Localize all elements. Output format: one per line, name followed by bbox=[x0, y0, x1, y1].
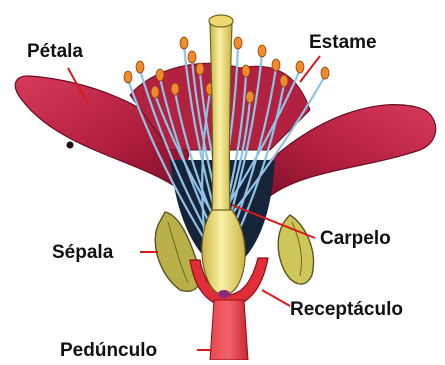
stamen-anther bbox=[136, 61, 144, 73]
label-carpelo: Carpelo bbox=[320, 229, 391, 248]
stamen-anther bbox=[171, 83, 179, 95]
carpel-stigma bbox=[209, 15, 233, 27]
stamen-anther bbox=[280, 75, 288, 87]
label-estame: Estame bbox=[309, 33, 377, 52]
stamen-anther bbox=[296, 61, 304, 73]
peduncle bbox=[210, 300, 248, 360]
stamen-anther bbox=[242, 65, 250, 77]
stamen-anther bbox=[196, 63, 204, 75]
stamen-anther bbox=[188, 51, 196, 63]
ovule bbox=[218, 290, 230, 298]
label-sepala: Sépala bbox=[52, 243, 113, 262]
carpel-style bbox=[210, 22, 232, 215]
label-pedunculo: Pedúnculo bbox=[60, 341, 157, 360]
label-receptaculo: Receptáculo bbox=[290, 300, 403, 319]
stamen-anther bbox=[156, 69, 164, 81]
stamen-anther bbox=[234, 37, 242, 49]
stamen-anther bbox=[124, 71, 132, 83]
stamen-anther bbox=[258, 45, 266, 57]
carpel-ovary bbox=[202, 210, 245, 295]
stamen-anther bbox=[321, 67, 329, 79]
stamen-anther bbox=[272, 59, 280, 71]
leader-receptaculo bbox=[262, 290, 290, 306]
stamen-anther bbox=[151, 86, 159, 98]
stamen-anther bbox=[246, 91, 254, 103]
label-petala: Pétala bbox=[27, 42, 83, 61]
stamen-anther bbox=[180, 37, 188, 49]
